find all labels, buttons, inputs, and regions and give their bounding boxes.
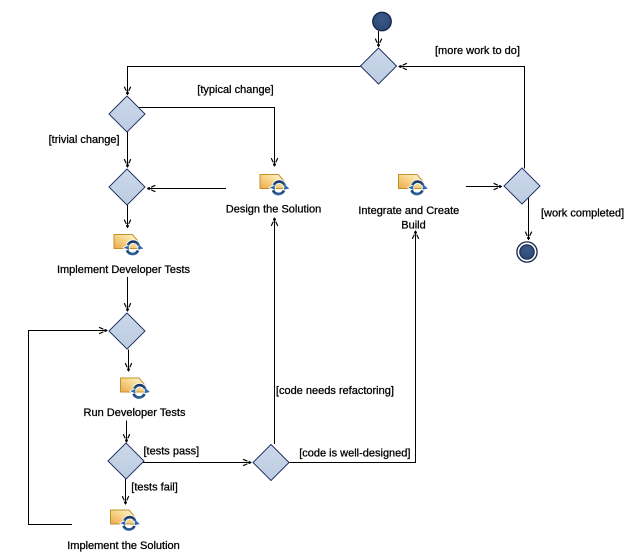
svg-text:Implement the Solution: Implement the Solution <box>67 540 180 552</box>
svg-text:Build: Build <box>401 219 425 231</box>
svg-text:[code is well-designed]: [code is well-designed] <box>299 447 410 459</box>
svg-text:[code needs refactoring]: [code needs refactoring] <box>276 385 394 397</box>
svg-text:[tests pass]: [tests pass] <box>144 446 200 458</box>
svg-text:Integrate and Create: Integrate and Create <box>358 205 459 217</box>
svg-text:[more work to do]: [more work to do] <box>435 45 520 57</box>
svg-text:Implement Developer Tests: Implement Developer Tests <box>57 264 191 276</box>
svg-text:Design the Solution: Design the Solution <box>226 204 321 216</box>
svg-text:[typical change]: [typical change] <box>197 84 273 96</box>
svg-text:[work completed]: [work completed] <box>541 208 624 220</box>
svg-text:[tests fail]: [tests fail] <box>131 482 177 494</box>
svg-text:[trivial change]: [trivial change] <box>49 134 120 146</box>
svg-text:Run Developer Tests: Run Developer Tests <box>84 407 186 419</box>
